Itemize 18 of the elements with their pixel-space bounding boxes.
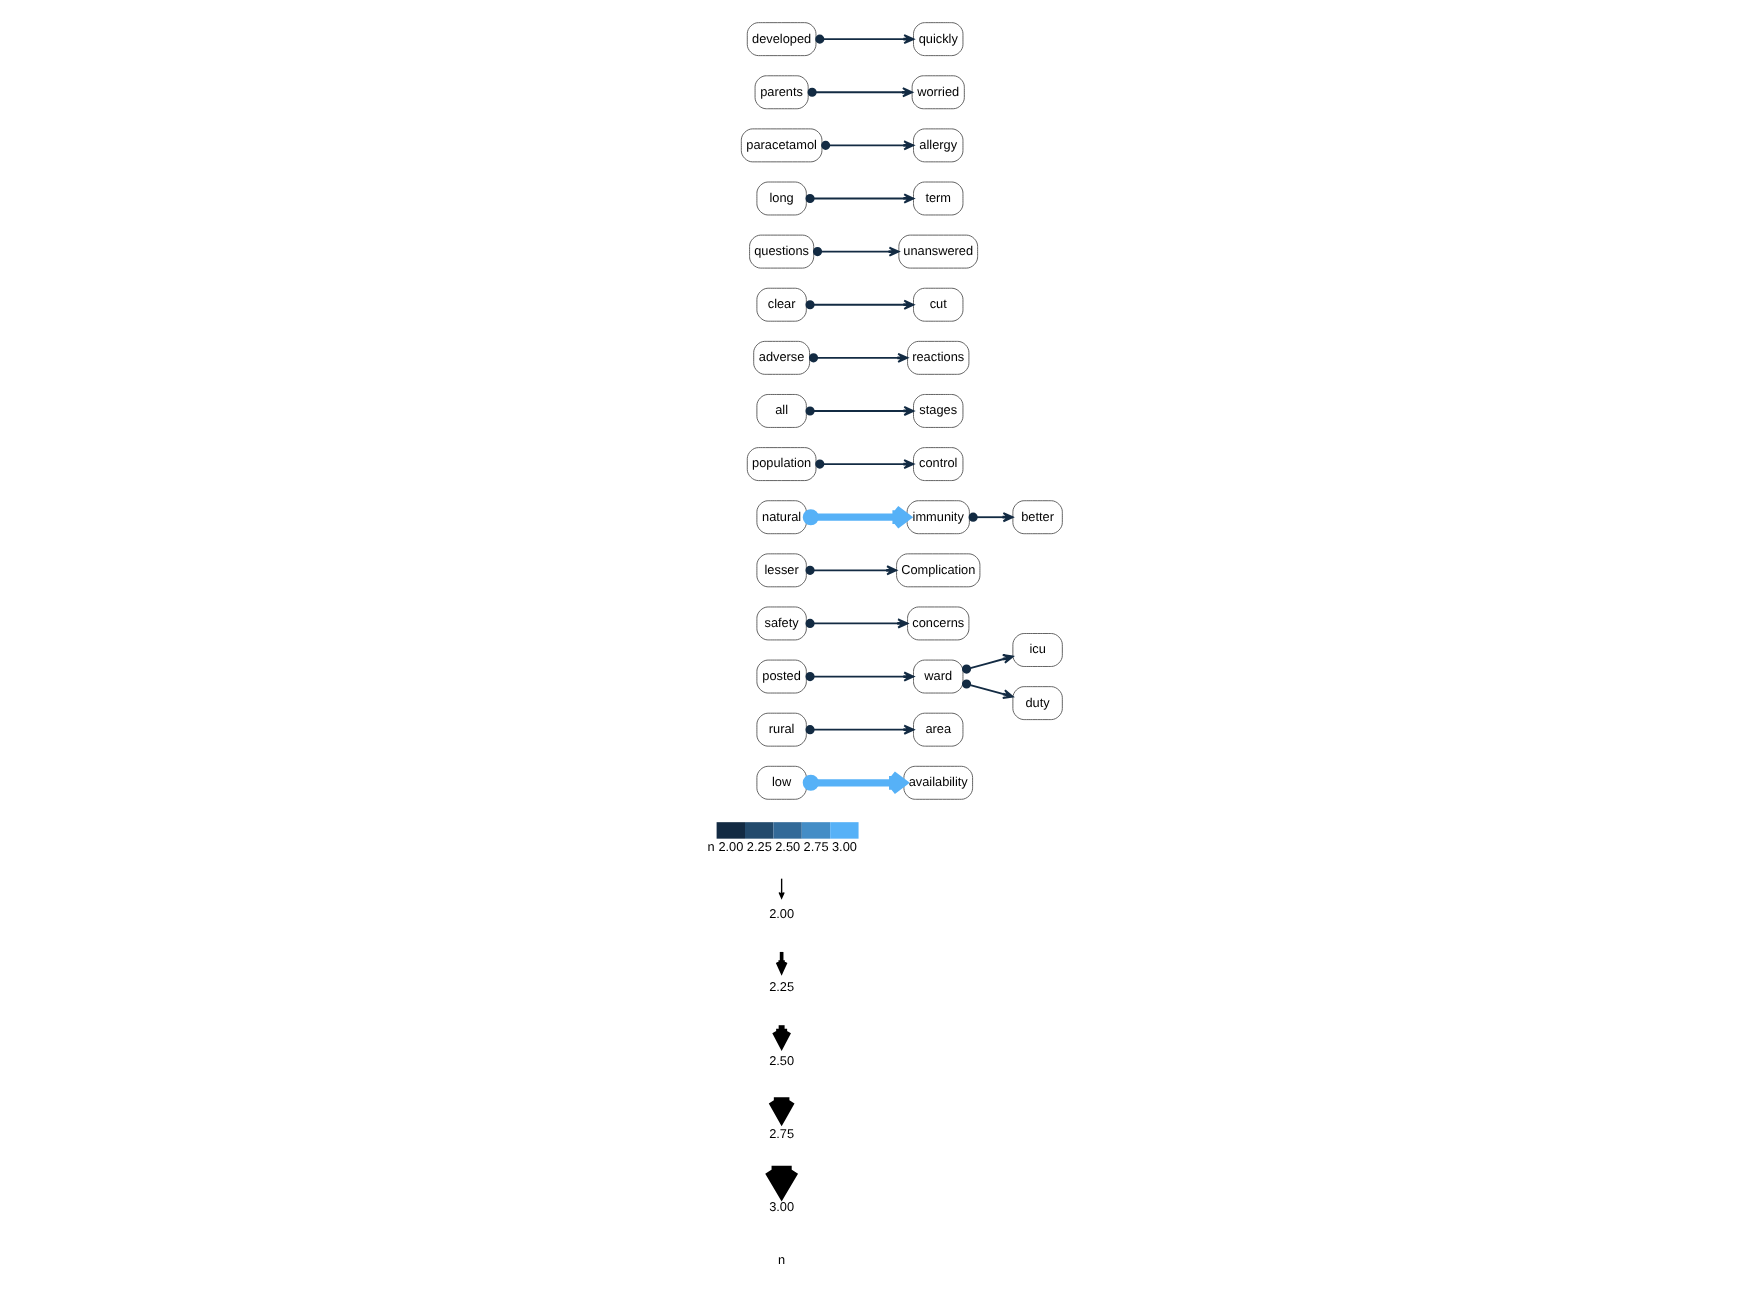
- arrow: [805, 193, 915, 204]
- arrow: [961, 679, 1014, 700]
- arrow: [805, 618, 909, 629]
- arrow: [815, 34, 915, 45]
- arrow: [812, 246, 900, 257]
- arrow: [805, 565, 898, 576]
- arrow: [968, 512, 1014, 523]
- arrow: [821, 140, 915, 151]
- arrow: [802, 505, 911, 530]
- arrow: [808, 352, 909, 363]
- arrow: [805, 671, 915, 682]
- arrow: [807, 87, 913, 98]
- arrow: [961, 654, 1014, 674]
- arrow: [815, 459, 915, 470]
- arrow: [805, 724, 915, 735]
- arrow: [802, 770, 908, 795]
- arrow: [805, 299, 915, 310]
- arrow: [805, 405, 915, 416]
